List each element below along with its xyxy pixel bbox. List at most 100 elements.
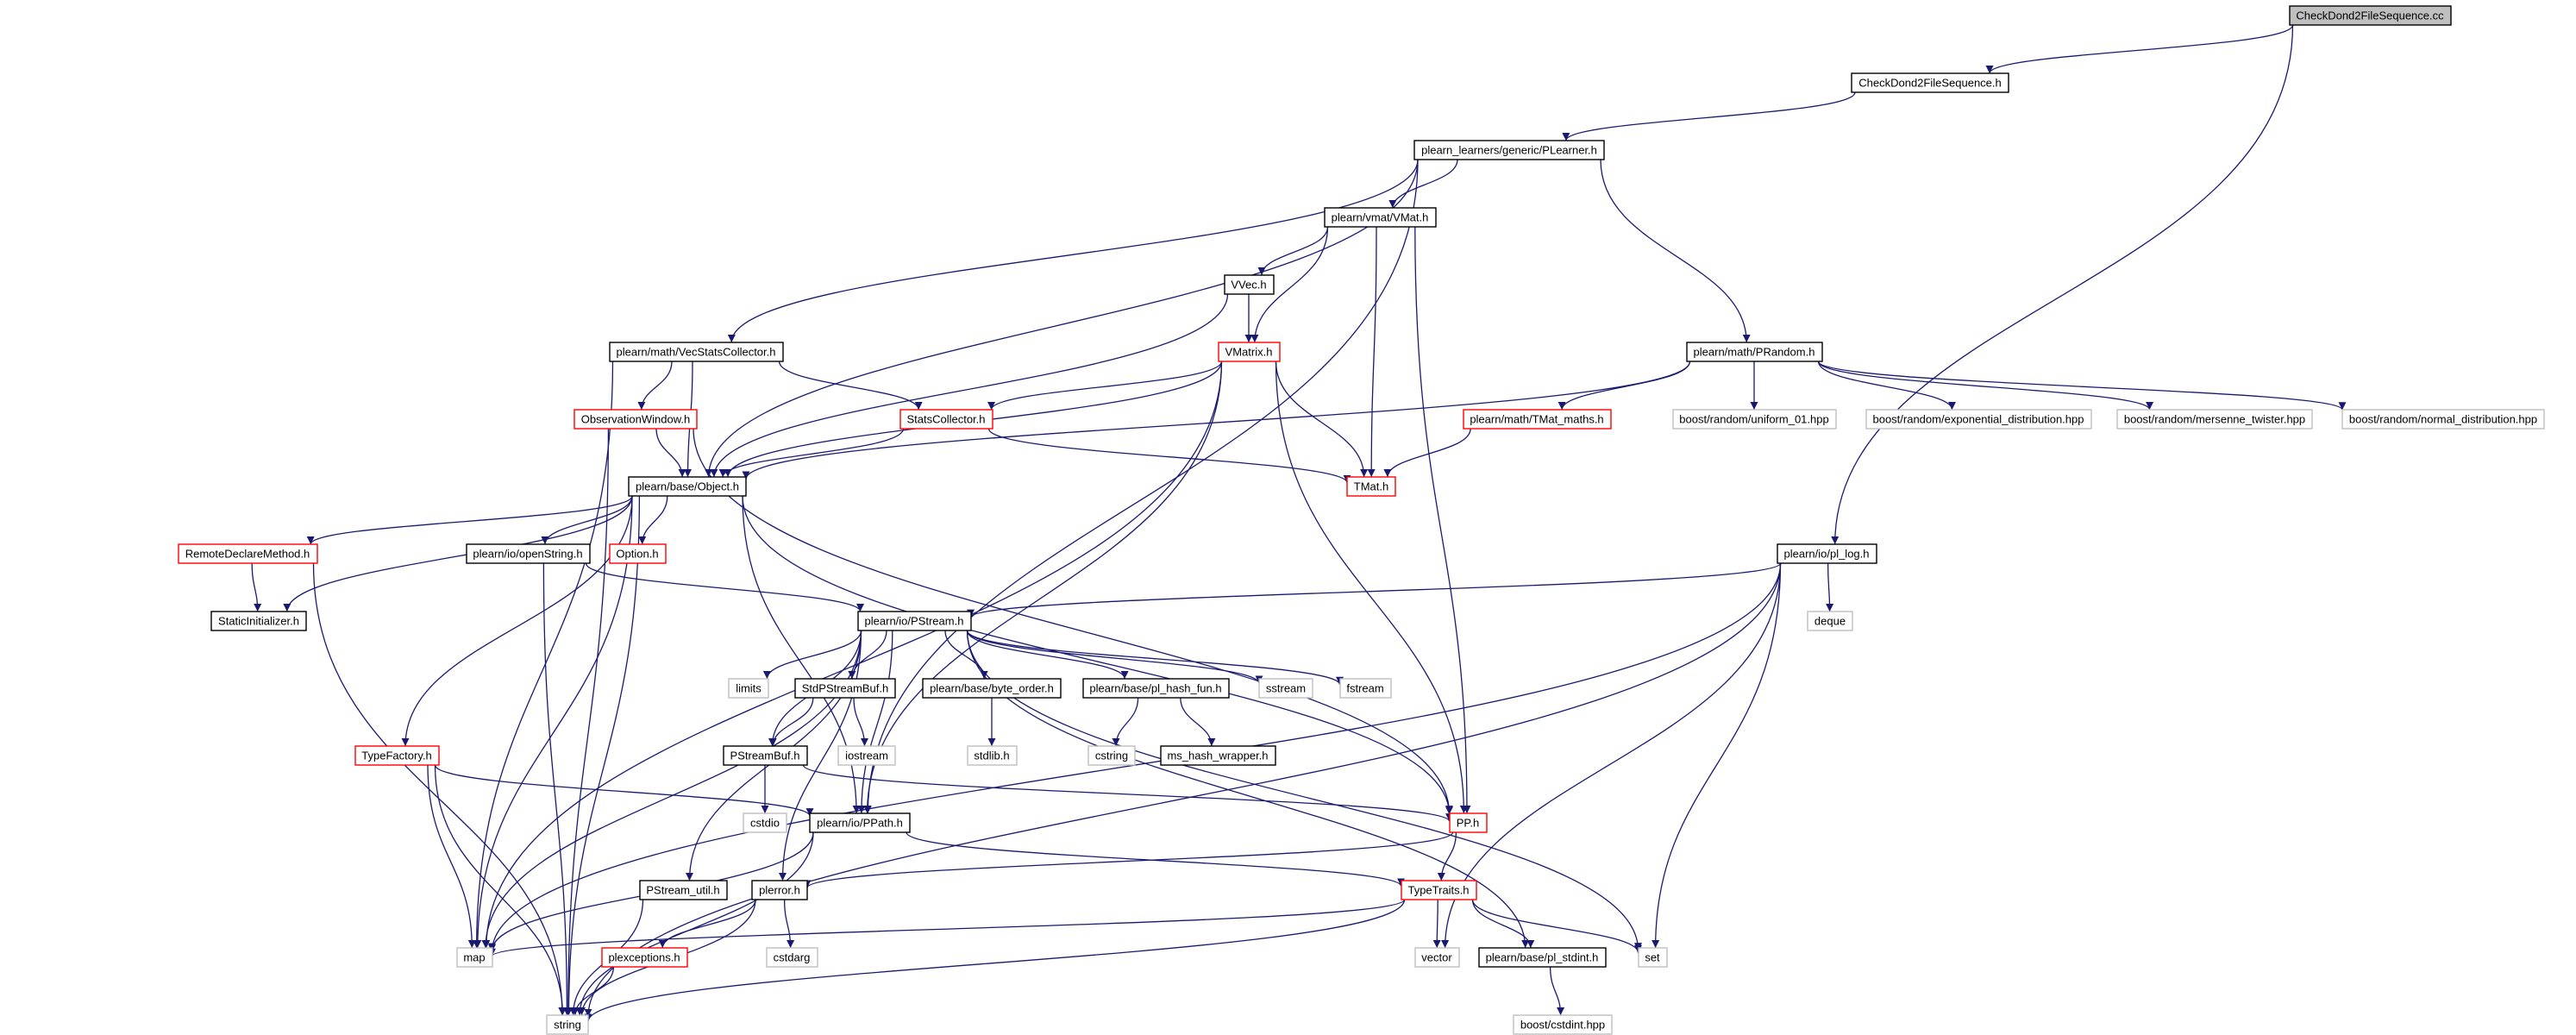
node-box[interactable]	[1777, 543, 1877, 564]
node-plstdint[interactable]: plearn/base/pl_stdint.h	[1478, 947, 1607, 968]
node-box[interactable]	[210, 611, 307, 631]
node-box[interactable]	[899, 409, 993, 430]
node-box[interactable]	[546, 1014, 589, 1035]
node-box[interactable]	[967, 745, 1018, 766]
node-box[interactable]	[1463, 409, 1612, 430]
node-box[interactable]	[456, 947, 493, 968]
node-typefactory[interactable]: TypeFactory.h	[354, 745, 440, 766]
node-map[interactable]: map	[456, 947, 493, 968]
node-box[interactable]	[2116, 409, 2313, 430]
node-box[interactable]	[1807, 611, 1853, 631]
node-box[interactable]	[794, 678, 896, 699]
node-box[interactable]	[1851, 72, 2009, 93]
node-cdh[interactable]: CheckDond2FileSequence.h	[1851, 72, 2009, 93]
node-box[interactable]	[1087, 745, 1136, 766]
node-hashfun[interactable]: plearn/base/pl_hash_fun.h	[1082, 678, 1230, 699]
node-box[interactable]	[1224, 274, 1275, 295]
node-box[interactable]	[723, 745, 808, 766]
node-box[interactable]	[1346, 476, 1396, 497]
node-box[interactable]	[1082, 678, 1230, 699]
node-cstdint[interactable]: boost/cstdint.hpp	[1513, 1014, 1613, 1035]
node-normdist[interactable]: boost/random/normal_distribution.hpp	[2341, 409, 2545, 430]
node-box[interactable]	[1413, 140, 1605, 160]
node-pph[interactable]: PP.h	[1449, 812, 1488, 833]
node-openstr[interactable]: plearn/io/openString.h	[466, 543, 591, 564]
node-box[interactable]	[601, 947, 688, 968]
node-psbuf[interactable]: PStreamBuf.h	[723, 745, 808, 766]
node-option[interactable]: Option.h	[609, 543, 667, 564]
node-mersenne[interactable]: boost/random/mersenne_twister.hpp	[2116, 409, 2313, 430]
node-box[interactable]	[354, 745, 440, 766]
node-box[interactable]	[178, 543, 318, 564]
node-box[interactable]	[2341, 409, 2545, 430]
node-vector[interactable]: vector	[1414, 947, 1460, 968]
node-ppath[interactable]: plearn/io/PPath.h	[809, 812, 911, 833]
node-cstdarg[interactable]: cstdarg	[766, 947, 818, 968]
node-box[interactable]	[1513, 1014, 1613, 1035]
node-limits[interactable]: limits	[728, 678, 769, 699]
node-box[interactable]	[2289, 5, 2452, 26]
node-prandom[interactable]: plearn/math/PRandom.h	[1686, 342, 1823, 362]
node-box[interactable]	[751, 880, 808, 900]
node-vmat[interactable]: plearn/vmat/VMat.h	[1324, 207, 1437, 228]
node-uniform[interactable]: boost/random/uniform_01.hpp	[1672, 409, 1837, 430]
node-fstream[interactable]: fstream	[1339, 678, 1392, 699]
node-box[interactable]	[628, 476, 747, 497]
node-box[interactable]	[1865, 409, 2092, 430]
node-box[interactable]	[609, 543, 667, 564]
node-box[interactable]	[1401, 880, 1477, 900]
node-vmatrix[interactable]: VMatrix.h	[1218, 342, 1281, 362]
node-typetraits[interactable]: TypeTraits.h	[1401, 880, 1477, 900]
node-box[interactable]	[766, 947, 818, 968]
node-box[interactable]	[857, 611, 972, 631]
node-box[interactable]	[573, 409, 698, 430]
node-mshash[interactable]: ms_hash_wrapper.h	[1160, 745, 1276, 766]
node-sstream[interactable]: sstream	[1258, 678, 1313, 699]
node-box[interactable]	[609, 342, 784, 362]
node-root[interactable]: CheckDond2FileSequence.cc	[2289, 5, 2452, 26]
node-cstdio[interactable]: cstdio	[743, 812, 787, 833]
node-deque[interactable]: deque	[1807, 611, 1853, 631]
node-object[interactable]: plearn/base/Object.h	[628, 476, 747, 497]
node-statscol[interactable]: StatsCollector.h	[899, 409, 993, 430]
node-box[interactable]	[1478, 947, 1607, 968]
node-box[interactable]	[639, 880, 728, 900]
node-box[interactable]	[1449, 812, 1488, 833]
node-vvec[interactable]: VVec.h	[1224, 274, 1275, 295]
node-psutil[interactable]: PStream_util.h	[639, 880, 728, 900]
node-box[interactable]	[728, 678, 769, 699]
node-box[interactable]	[1339, 678, 1392, 699]
node-staticinit[interactable]: StaticInitializer.h	[210, 611, 307, 631]
node-byteorder[interactable]: plearn/base/byte_order.h	[922, 678, 1062, 699]
node-plexc[interactable]: plexceptions.h	[601, 947, 688, 968]
node-stdlib[interactable]: stdlib.h	[967, 745, 1018, 766]
node-set[interactable]: set	[1638, 947, 1668, 968]
node-obswin[interactable]: ObservationWindow.h	[573, 409, 698, 430]
node-remote[interactable]: RemoteDeclareMethod.h	[178, 543, 318, 564]
node-box[interactable]	[837, 745, 896, 766]
node-box[interactable]	[809, 812, 911, 833]
node-expdist[interactable]: boost/random/exponential_distribution.hp…	[1865, 409, 2092, 430]
node-box[interactable]	[1686, 342, 1823, 362]
node-string[interactable]: string	[546, 1014, 589, 1035]
node-box[interactable]	[1638, 947, 1668, 968]
node-plearner[interactable]: plearn_learners/generic/PLearner.h	[1413, 140, 1605, 160]
node-cstring[interactable]: cstring	[1087, 745, 1136, 766]
node-box[interactable]	[922, 678, 1062, 699]
node-box[interactable]	[1160, 745, 1276, 766]
node-box[interactable]	[743, 812, 787, 833]
node-tmat[interactable]: TMat.h	[1346, 476, 1396, 497]
node-pllog[interactable]: plearn/io/pl_log.h	[1777, 543, 1877, 564]
node-box[interactable]	[1414, 947, 1460, 968]
node-box[interactable]	[1672, 409, 1837, 430]
node-box[interactable]	[1324, 207, 1437, 228]
node-stdpsbuf[interactable]: StdPStreamBuf.h	[794, 678, 896, 699]
node-box[interactable]	[1218, 342, 1281, 362]
node-tmatmaths[interactable]: plearn/math/TMat_maths.h	[1463, 409, 1612, 430]
node-pstream[interactable]: plearn/io/PStream.h	[857, 611, 972, 631]
node-plerror[interactable]: plerror.h	[751, 880, 808, 900]
node-iostream[interactable]: iostream	[837, 745, 896, 766]
node-box[interactable]	[466, 543, 591, 564]
node-vecstats[interactable]: plearn/math/VecStatsCollector.h	[609, 342, 784, 362]
node-box[interactable]	[1258, 678, 1313, 699]
